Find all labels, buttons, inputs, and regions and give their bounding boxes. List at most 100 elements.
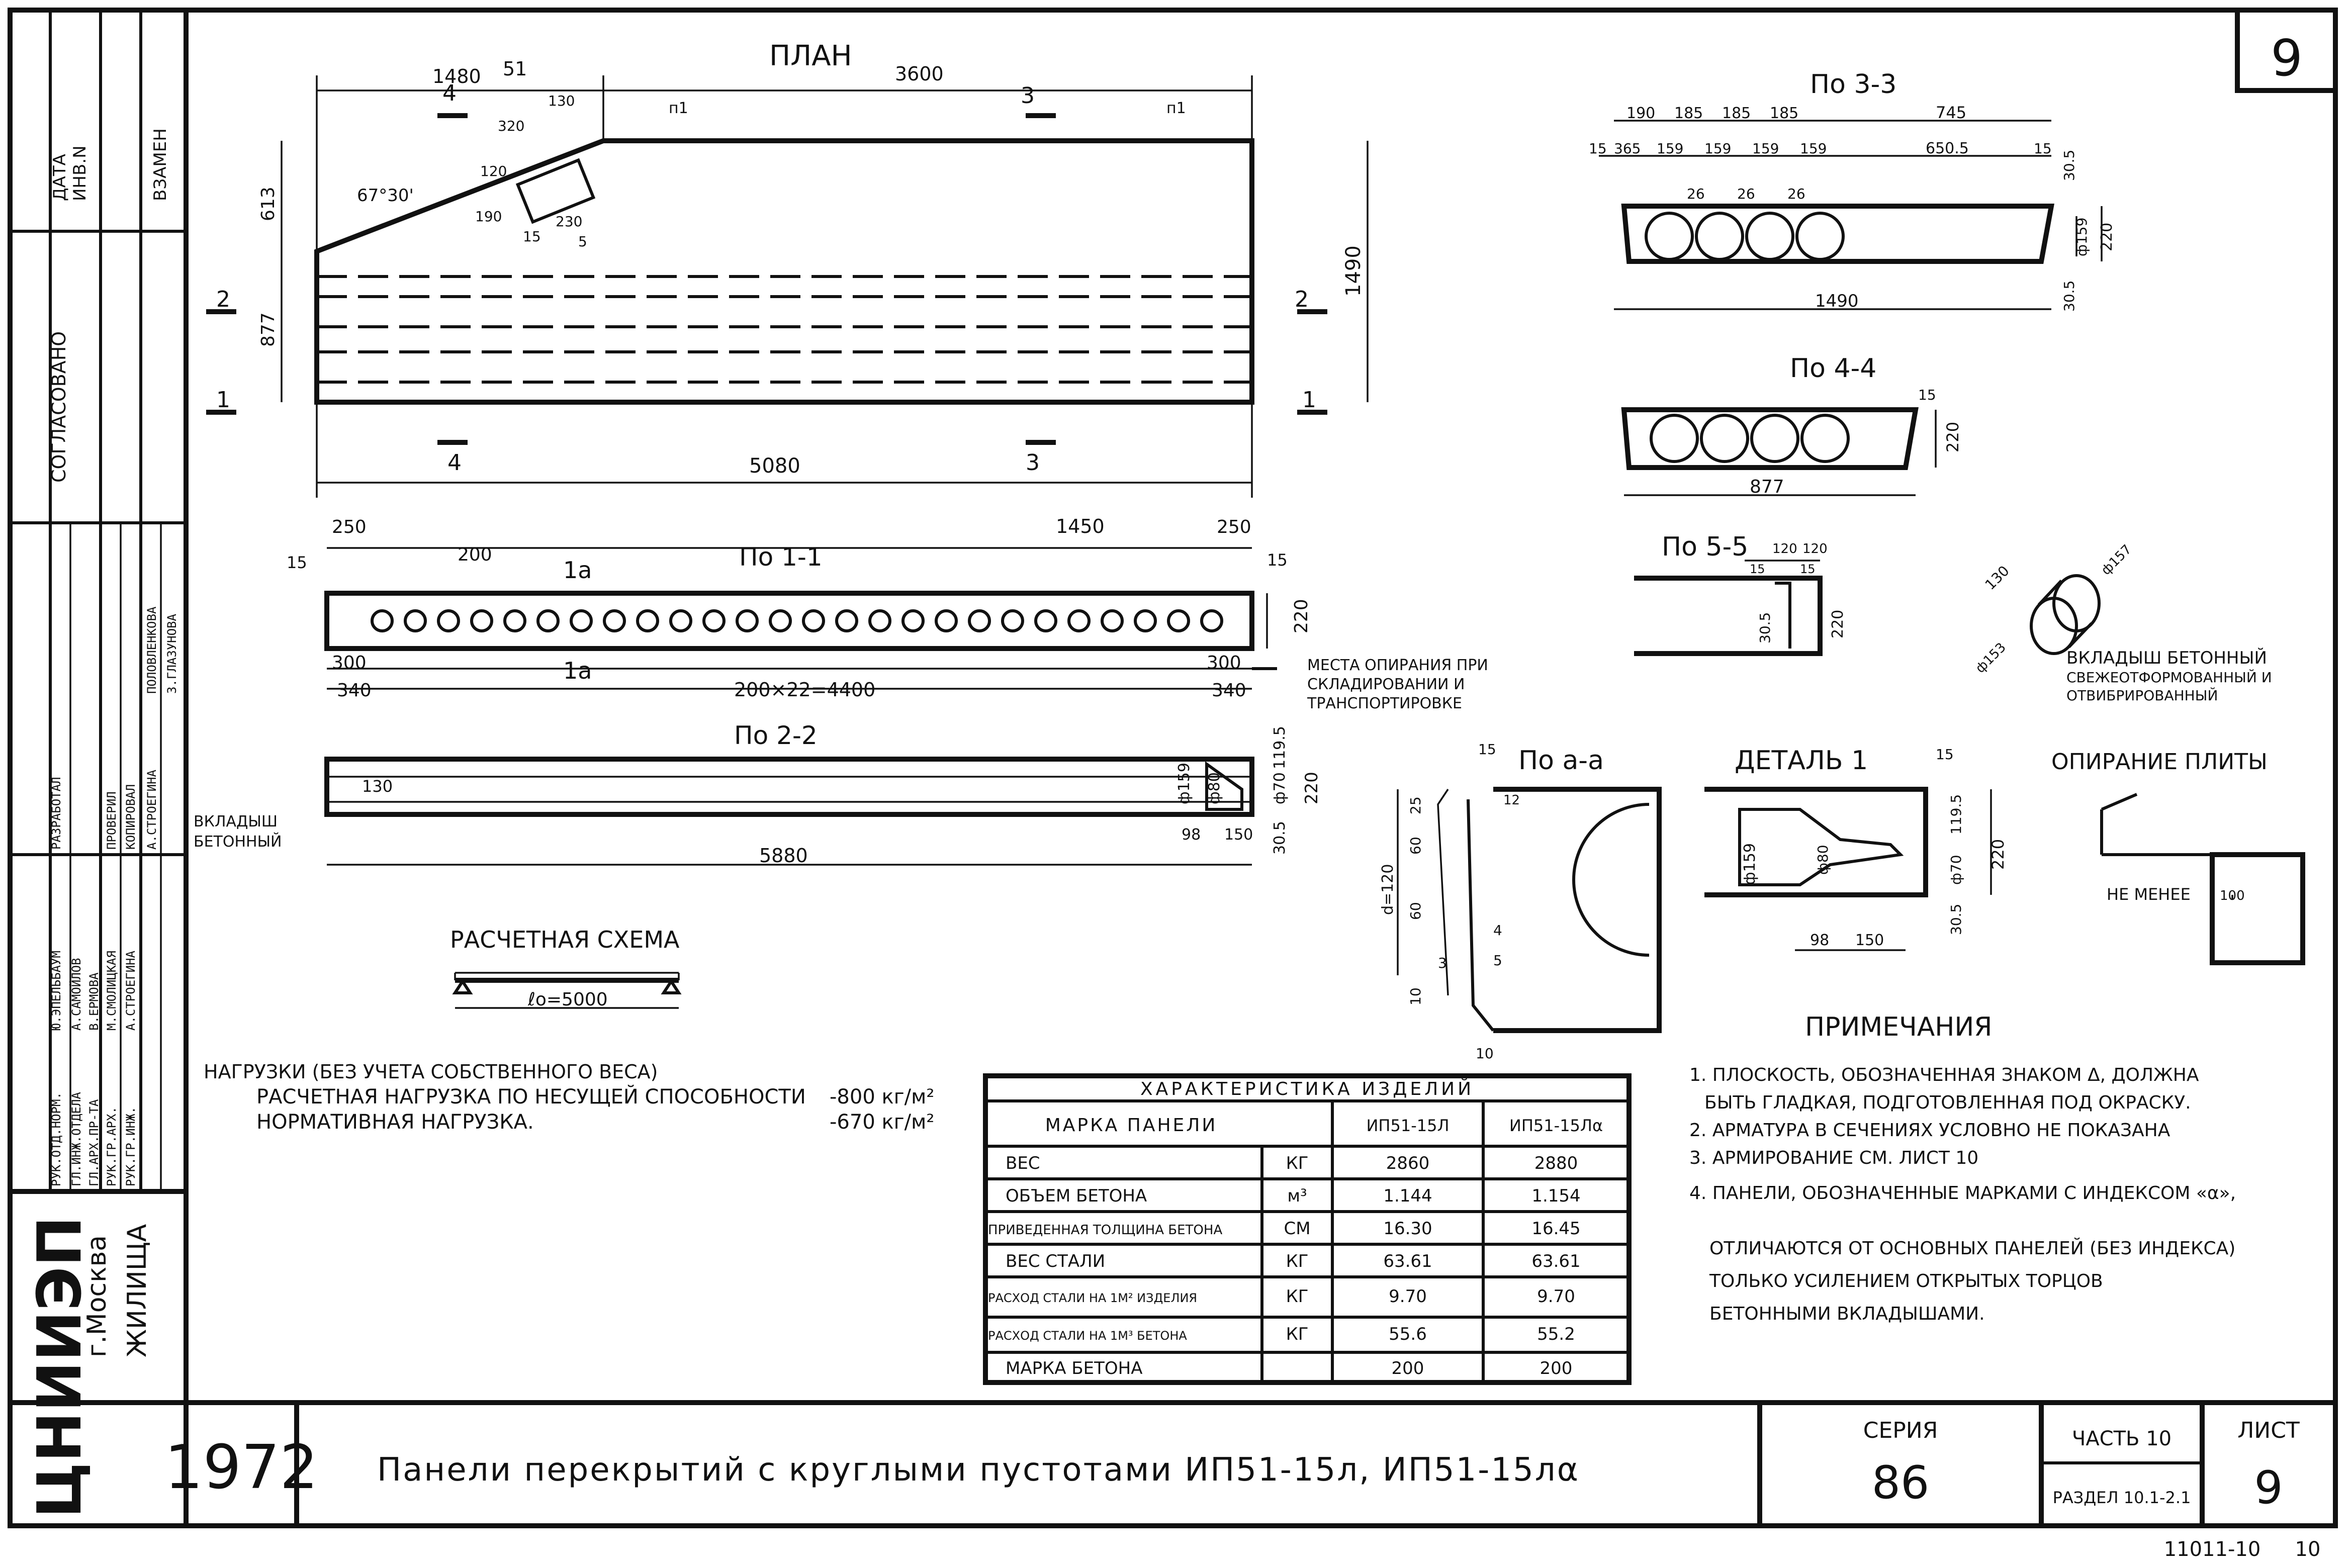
- spec-row-2-v1: 1.144: [1383, 1186, 1432, 1206]
- s33-dim-26b: 26: [1737, 186, 1755, 202]
- s11-dim-4400: 200×22=4400: [734, 679, 875, 701]
- plan-dim-51: 51: [503, 58, 527, 80]
- part-label: ЧАСТЬ 10: [2072, 1427, 2172, 1450]
- section-1-1: [324, 547, 1277, 690]
- s33-dim-159a: 159: [1657, 140, 1683, 157]
- note-line-2: БЫТЬ ГЛАДКАЯ, ПОДГОТОВЛЕННАЯ ПОД ОКРАСКУ…: [1704, 1092, 2191, 1113]
- s33-dim-1490: 1490: [1815, 291, 1859, 311]
- plan-title: ПЛАН: [769, 40, 852, 72]
- s55-dim-15b: 15: [1800, 562, 1816, 576]
- sheet-label: ЛИСТ: [2237, 1418, 2300, 1443]
- section-label: РАЗДЕЛ 10.1-2.1: [2053, 1488, 2191, 1507]
- d1-dim-150: 150: [1855, 932, 1884, 949]
- insert-label: ВКЛАДЫШ БЕТОННЫЙ: [2066, 648, 2267, 668]
- cut-mark-2-left: 2: [216, 287, 230, 312]
- spec-table: [983, 1073, 1632, 1385]
- s22-dim-98: 98: [1182, 826, 1201, 844]
- spec-head-col1: ИП51-15Л: [1366, 1116, 1449, 1135]
- s11-dim-15r: 15: [1267, 550, 1288, 570]
- s22-dim-150: 150: [1224, 826, 1253, 844]
- plan-dim-613: 613: [258, 187, 279, 221]
- saa-dim-10a: 10: [1407, 987, 1424, 1005]
- plan-angle: 67°30': [357, 186, 414, 206]
- section-a-a-title: По а-а: [1518, 746, 1604, 776]
- spec-head-col2: ИП51-15Лα: [1509, 1116, 1603, 1135]
- saa-dim-25: 25: [1407, 796, 1424, 814]
- s11-dim-300r: 300: [1207, 653, 1241, 673]
- spec-row-5-v1: 9.70: [1389, 1286, 1427, 1307]
- s11-dim-340l: 340: [337, 680, 372, 701]
- d1-dim-f80: ф80: [1815, 845, 1831, 875]
- section-3-3-title: По 3-3: [1810, 69, 1896, 100]
- section-1-1-title: По 1-1: [739, 542, 823, 572]
- section-2-2: [324, 757, 1254, 866]
- insert-dim-f153: ф153: [1973, 640, 2009, 676]
- stamp-role-7: ПРОВЕРИЛ: [105, 791, 119, 850]
- section-2-2-title: По 2-2: [734, 721, 818, 750]
- s33-dim-26c: 26: [1787, 186, 1805, 202]
- s44-dim-15: 15: [1918, 387, 1936, 403]
- s33-dim-185c: 185: [1770, 105, 1798, 122]
- note-line-3: 2. АРМАТУРА В СЕЧЕНИЯХ УСЛОВНО НЕ ПОКАЗА…: [1689, 1120, 2170, 1141]
- saa-dim-4: 4: [1493, 922, 1502, 939]
- spec-row-7-name: МАРКА БЕТОНА: [1006, 1358, 1142, 1378]
- note-line-1: 1. ПЛОСКОСТЬ, ОБОЗНАЧЕННАЯ ЗНАКОМ Δ, ДОЛ…: [1689, 1065, 2199, 1085]
- cut-mark-3-top: 3: [1021, 83, 1035, 109]
- note-line-4: 3. АРМИРОВАНИЕ СМ. ЛИСТ 10: [1689, 1148, 1978, 1168]
- note-line-8: БЕТОННЫМИ ВКЛАДЫШАМИ.: [1709, 1304, 1985, 1324]
- title-block: [294, 1403, 2205, 1526]
- spec-row-7-v2: 200: [1540, 1358, 1573, 1378]
- s22-dim-130: 130: [362, 777, 393, 796]
- spec-row-3-v2: 16.45: [1531, 1219, 1580, 1239]
- saa-dim-10b: 10: [1476, 1045, 1494, 1062]
- stamp-name-3: В.ЕРМОВА: [87, 972, 101, 1031]
- s44-dim-877: 877: [1750, 477, 1784, 497]
- plan-dim-120: 120: [480, 163, 507, 179]
- detail-1-title: ДЕТАЛЬ 1: [1735, 746, 1868, 776]
- detail-1: [1704, 787, 1992, 951]
- support-detail: [2100, 793, 2305, 965]
- s33-dim-159d: 159: [1800, 140, 1827, 157]
- s11-dim-220: 220: [1291, 599, 1312, 633]
- s22-dim-1195: 119.5: [1271, 726, 1289, 769]
- notes-title: ПРИМЕЧАНИЯ: [1805, 1012, 1992, 1042]
- section-4-4-title: По 4-4: [1790, 353, 1876, 384]
- stamp-name-6: А.СТРОЕГИНА: [145, 770, 159, 850]
- plan-dim-130: 130: [548, 93, 575, 109]
- s55-dim-120b: 120: [1802, 541, 1828, 557]
- stamp-name-2: А.САМОЙЛОВ: [69, 958, 83, 1031]
- plan-dim-5: 5: [578, 233, 587, 250]
- plan-dim-877: 877: [258, 312, 279, 347]
- stamp-agreed: СОГЛАСОВАНО: [48, 331, 70, 483]
- s33-dim-6505: 650.5: [1926, 140, 1969, 157]
- spec-row-5-unit: КГ: [1286, 1286, 1309, 1307]
- saa-dim-12: 12: [1503, 793, 1520, 808]
- s11-dim-1450: 1450: [1056, 515, 1105, 537]
- s55-dim-305: 30.5: [1757, 612, 1773, 643]
- loads-design-value: -800 кг/м²: [830, 1085, 934, 1109]
- support-places-note: МЕСТА ОПИРАНИЯ ПРИ СКЛАДИРОВАНИИ И ТРАНС…: [1307, 657, 1488, 712]
- spec-row-4-v2: 63.61: [1531, 1251, 1580, 1271]
- spec-row-1-v1: 2860: [1386, 1153, 1430, 1173]
- s22-dim-f159: ф159: [1175, 763, 1193, 804]
- section-4-4: [1621, 407, 1937, 496]
- org-logo: ЦНИИЭП: [25, 1216, 95, 1518]
- support-dim-100: 100: [2220, 888, 2245, 903]
- stamp-role-1: РУК.ОТД.НОРМ.: [49, 1092, 63, 1186]
- stamp-col-date: ДАТА: [50, 154, 70, 201]
- calc-scheme-title: РАСЧЕТНАЯ СХЕМА: [450, 926, 680, 953]
- loads-heading: НАГРУЗКИ (БЕЗ УЧЕТА СОБСТВЕННОГО ВЕСА): [204, 1061, 658, 1083]
- s33-dim-f159: ф159: [2073, 218, 2090, 256]
- s11-dim-200: 200: [458, 544, 492, 565]
- sheet-number: 9: [2271, 29, 2303, 87]
- s33-dim-190: 190: [1626, 105, 1655, 122]
- note-line-5: 4. ПАНЕЛИ, ОБОЗНАЧЕННЫЕ МАРКАМИ С ИНДЕКС…: [1689, 1183, 2236, 1204]
- cut-mark-3-bottom: 3: [1026, 450, 1040, 476]
- s33-dim-15r: 15: [2034, 140, 2052, 157]
- spec-row-3-unit: СМ: [1284, 1219, 1310, 1239]
- footer-code: 11011-10: [2164, 1538, 2261, 1561]
- plan-view: [206, 75, 1369, 498]
- stamp-col-replace: ВЗАМЕН: [150, 128, 170, 201]
- stamp-name-8: З.ГЛАЗУНОВА: [165, 614, 179, 694]
